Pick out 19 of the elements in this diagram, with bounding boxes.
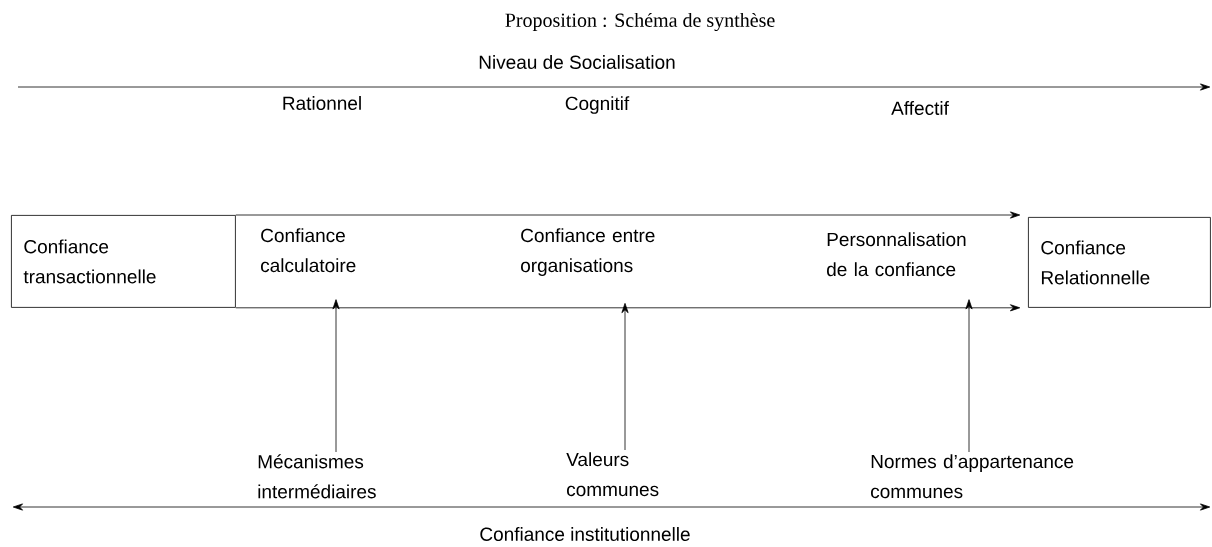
arrow xyxy=(235,304,1021,312)
node-text: Mécanismes intermédiaires xyxy=(258,454,376,499)
axis-label: Niveau de Socialisation xyxy=(479,55,675,69)
arrow xyxy=(235,211,1021,219)
node-text: Valeurs communes xyxy=(566,452,659,497)
node-text: Normes d’appartenance communes xyxy=(871,454,1074,499)
axis-label: Rationnel xyxy=(283,96,361,110)
arrow xyxy=(621,303,629,451)
arrow xyxy=(332,299,340,453)
axis-label: Confiance institutionnelle xyxy=(480,527,690,541)
node-text: Confiance calculatoire xyxy=(261,228,356,273)
process-box: Confiance transactionnelle xyxy=(11,215,236,308)
axis-label: Affectif xyxy=(891,101,949,115)
node-text: Confiance entre organisations xyxy=(521,228,655,276)
process-box: Confiance Relationnelle xyxy=(1028,217,1211,308)
axis-label: Cognitif xyxy=(565,96,630,114)
title: Proposition : Schéma de synthèse xyxy=(505,12,775,32)
node-text: Personnalisation de la confiance xyxy=(827,232,966,277)
arrow xyxy=(965,299,973,453)
